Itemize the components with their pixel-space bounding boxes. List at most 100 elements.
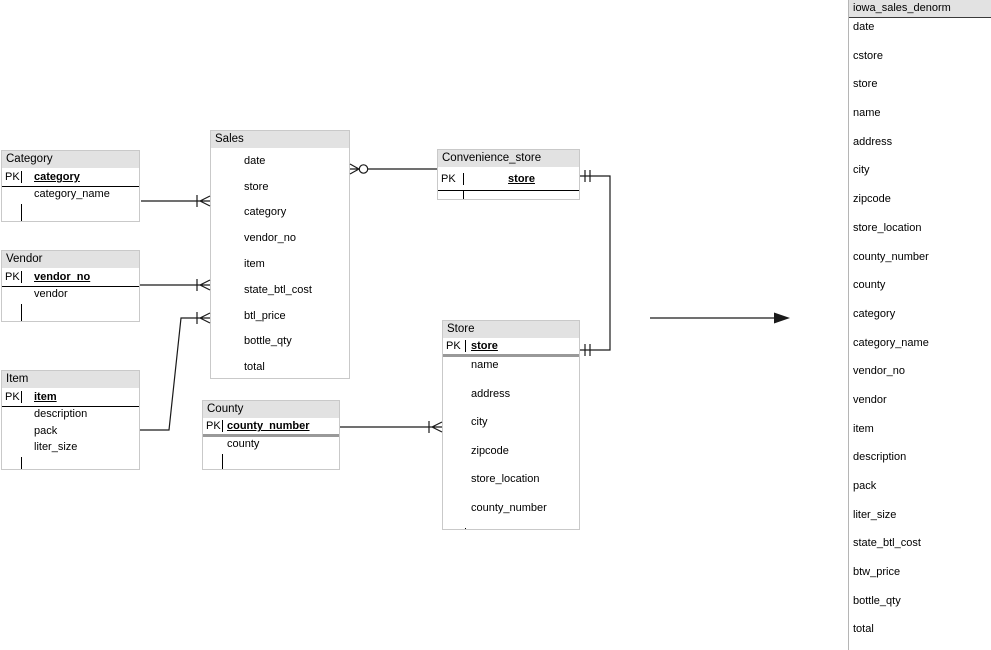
field-label: bottle_qty	[244, 335, 292, 348]
denorm-field: store	[853, 78, 878, 91]
field-list: county	[203, 437, 339, 454]
entity-item-title: Item	[2, 371, 139, 388]
denorm-field: state_btl_cost	[853, 537, 921, 550]
field-row: pack	[2, 424, 139, 441]
pk-row: PK category	[2, 168, 139, 187]
pk-label: PK	[2, 271, 22, 283]
field-row: liter_size	[2, 440, 139, 457]
pk-row: PK store	[438, 167, 579, 191]
field-row: btl_price	[211, 303, 349, 329]
field-label: city	[471, 416, 488, 428]
entity-convenience-store[interactable]: Convenience_store PK store	[437, 149, 580, 200]
pk-field: vendor_no	[34, 271, 91, 283]
pk-row: PK vendor_no	[2, 268, 139, 287]
denorm-field: address	[853, 135, 893, 148]
field-row: state_btl_cost	[211, 277, 349, 303]
entity-county-title: County	[203, 401, 339, 418]
entity-category[interactable]: Category PK category category_name	[1, 150, 140, 222]
denorm-field: name	[853, 107, 881, 120]
field-list: vendor	[2, 287, 139, 304]
entity-vendor-title: Vendor	[2, 251, 139, 268]
denorm-field: bottle_qty	[853, 594, 901, 607]
denorm-field: description	[853, 451, 907, 464]
field-row: city	[443, 414, 579, 443]
field-label: description	[34, 408, 88, 420]
field-list: category_name	[2, 187, 139, 204]
field-label: vendor	[34, 288, 68, 300]
field-label: btl_price	[244, 309, 286, 322]
field-row: store_location	[443, 471, 579, 500]
field-label: date	[244, 154, 266, 167]
denorm-field: cstore	[853, 49, 883, 62]
pk-label: PK	[443, 340, 466, 352]
pk-row: PK store	[443, 338, 579, 357]
pk-label: PK	[2, 391, 22, 403]
field-label: store	[244, 180, 269, 193]
field-label: vendor_no	[244, 232, 296, 245]
connector-county-store	[340, 421, 443, 433]
field-label: county_number	[471, 501, 547, 514]
pk-field: county_number	[227, 420, 310, 432]
field-row: date	[211, 148, 349, 174]
field-row: zipcode	[443, 443, 579, 472]
field-label: category	[244, 206, 287, 219]
denorm-field: item	[853, 422, 874, 435]
entity-vendor[interactable]: Vendor PK vendor_no vendor	[1, 250, 140, 322]
connector-category-sales	[141, 195, 211, 207]
denorm-panel-title: iowa_sales_denorm	[849, 0, 991, 18]
field-list: description pack liter_size	[2, 407, 139, 457]
denorm-field: city	[853, 164, 870, 177]
field-row: store	[211, 174, 349, 200]
field-label: pack	[34, 424, 58, 437]
field-label: liter_size	[34, 441, 78, 453]
field-label: county	[227, 438, 260, 450]
table-filler	[2, 204, 139, 221]
entity-sales-title: Sales	[211, 131, 349, 148]
denorm-field: category	[853, 307, 896, 320]
field-label: address	[471, 387, 511, 400]
table-filler	[443, 528, 579, 529]
field-row: total	[211, 354, 349, 380]
pk-field: item	[34, 391, 57, 403]
pk-field: store	[471, 340, 498, 352]
field-row: vendor_no	[211, 225, 349, 251]
denorm-field: btw_price	[853, 566, 901, 579]
field-label: name	[471, 359, 499, 371]
field-row: county	[203, 437, 339, 454]
denorm-field: vendor	[853, 393, 887, 406]
denorm-field: pack	[853, 480, 877, 492]
table-filler	[2, 456, 139, 469]
pk-label: PK	[203, 420, 223, 432]
field-row: address	[443, 386, 579, 415]
denorm-field: store_location	[853, 221, 922, 234]
field-row: category_name	[2, 187, 139, 204]
table-filler	[2, 304, 139, 321]
denorm-arrow	[650, 312, 790, 324]
field-label: store_location	[471, 473, 540, 485]
pk-label: PK	[438, 172, 464, 185]
field-row: description	[2, 407, 139, 424]
denorm-field: liter_size	[853, 508, 897, 521]
pk-row: PK county_number	[203, 418, 339, 437]
field-row: item	[211, 251, 349, 277]
pk-field: store	[508, 172, 535, 185]
entity-convenience-store-title: Convenience_store	[438, 150, 579, 167]
entity-county[interactable]: County PK county_number county	[202, 400, 340, 470]
connector-item-sales	[140, 312, 211, 431]
pk-field: category	[34, 171, 80, 183]
denorm-field: county	[853, 279, 886, 292]
entity-item[interactable]: Item PK item description pack liter_size	[1, 370, 140, 470]
connector-vendor-sales	[140, 279, 211, 291]
field-row: bottle_qty	[211, 329, 349, 355]
denorm-field: zipcode	[853, 193, 891, 206]
denorm-field: vendor_no	[853, 365, 905, 378]
field-label: zipcode	[471, 444, 509, 457]
entity-category-title: Category	[2, 151, 139, 168]
denorm-field: total	[853, 623, 874, 636]
